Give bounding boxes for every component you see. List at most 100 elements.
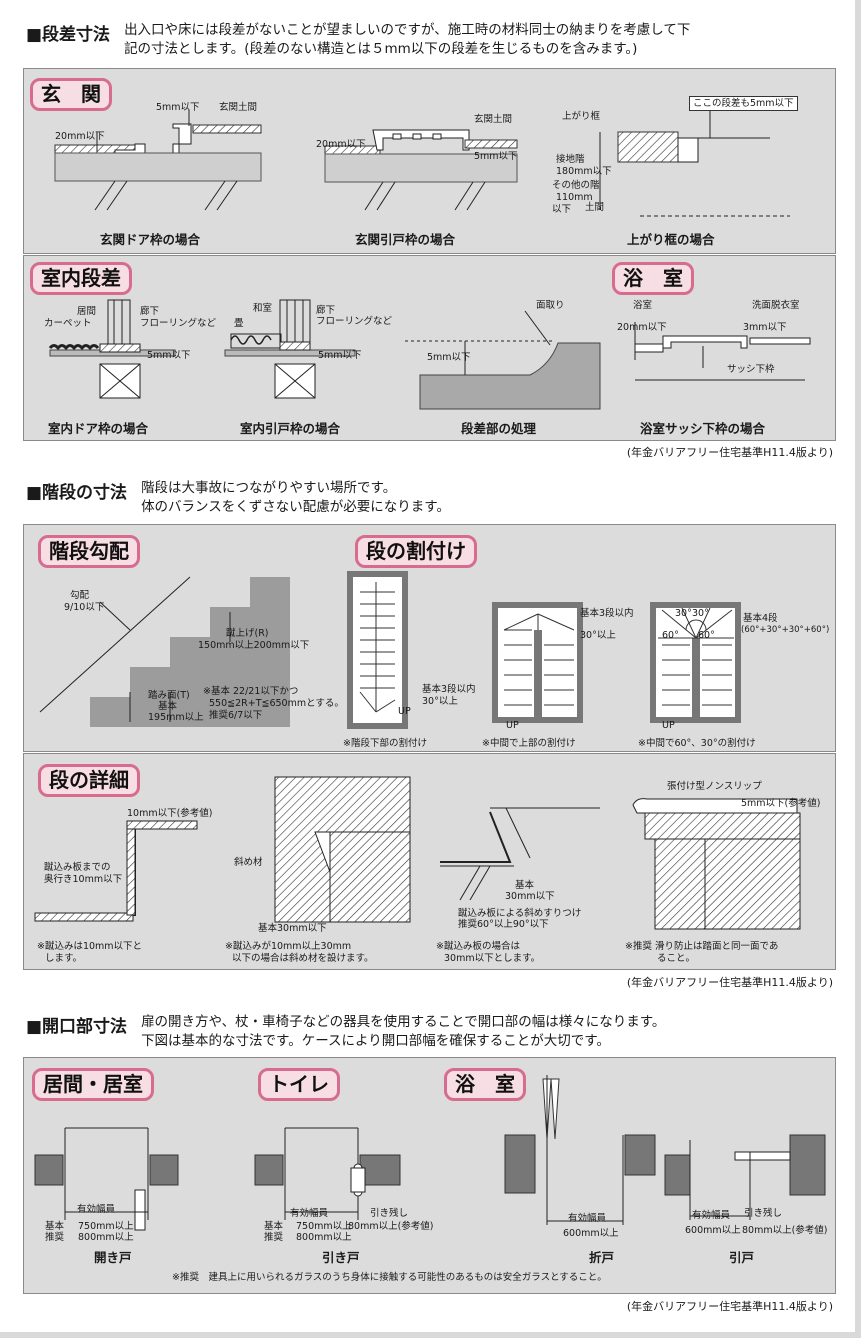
label: 接地階 <box>556 154 585 165</box>
label: 80mm以上(参考値) <box>348 1221 434 1232</box>
label: 60° <box>698 630 715 641</box>
caption: 室内ドア枠の場合 <box>48 421 149 436</box>
section-kaidan-heading: ■階段の寸法 階段は大事故につながりやすい場所です。 体のバランスをくずさない配… <box>26 478 450 517</box>
caption: 玄関引戸枠の場合 <box>355 232 456 247</box>
note: ※中間で上部の割付け <box>482 738 576 749</box>
label: 30° <box>692 608 709 619</box>
caption: 折戸 <box>589 1250 615 1265</box>
label: 基本 <box>158 701 178 712</box>
label: 推奨60°以上90°以下 <box>458 919 549 930</box>
genkan-door-frame-diagram <box>54 110 262 211</box>
caption: 引戸 <box>729 1250 755 1265</box>
tag-waritsuke: 段の割付け <box>355 535 477 568</box>
label: 30° <box>675 608 692 619</box>
section-title: ■階段の寸法 <box>26 483 128 503</box>
note: ※蹴込み板の場合は <box>436 941 520 952</box>
label: UP <box>506 720 519 731</box>
label: 蹴込み板までの <box>44 862 111 873</box>
label: フローリングなど <box>140 318 217 329</box>
note: ※中間で60°、30°の割付け <box>638 738 756 749</box>
label: 800mm以上 <box>296 1232 352 1243</box>
label: 以下 <box>552 204 572 215</box>
label: 600mm以上 <box>563 1228 619 1239</box>
tag-kobai: 階段勾配 <box>38 535 140 568</box>
section-description: 出入口や床には段差がないことが望ましいのですが、施工時の材料同士の納まりを考慮し… <box>124 21 690 59</box>
hiraki-door-diagram <box>34 1127 179 1231</box>
label: 畳 <box>234 318 244 329</box>
label: 有効幅員 <box>290 1208 329 1219</box>
tag-shosai: 段の詳細 <box>38 764 140 797</box>
shitsunai-sliding-diagram <box>224 299 356 399</box>
note: ※階段下部の割付け <box>343 738 427 749</box>
note: ※蹴込みが10mm以上30mm <box>225 941 352 952</box>
agari-kamachi-diagram <box>599 110 790 217</box>
label: 和室 <box>253 303 273 314</box>
note: 以下の場合は斜め材を設けます。 <box>232 953 374 964</box>
label: 面取り <box>536 300 565 311</box>
desc-line: 下図は基本的な寸法です。ケースにより開口部幅を確保することが大切です。 <box>141 1033 610 1049</box>
desc-line: 体のバランスをくずさない配慮が必要になります。 <box>141 499 450 515</box>
section-description: 階段は大事故につながりやすい場所です。 体のバランスをくずさない配慮が必要になり… <box>141 479 450 517</box>
tag-ima: 居間・居室 <box>32 1068 154 1101</box>
source-note: (年金バリアフリー住宅基準H11.4版より) <box>626 1300 833 1313</box>
note: 550≦2R+T≦650mmとする。 <box>209 698 344 709</box>
section-title: ■段差寸法 <box>26 25 111 45</box>
label: 600mm以上 <box>685 1225 741 1236</box>
label: 110mm <box>556 192 593 203</box>
note: します。 <box>45 953 83 964</box>
label: 推奨 <box>45 1232 65 1243</box>
label: 上がり框 <box>562 111 601 122</box>
label: 廊下 <box>140 306 160 317</box>
label: 800mm以上 <box>78 1232 134 1243</box>
shosai-d-diagram <box>632 798 801 930</box>
label: 30mm以下 <box>505 891 555 902</box>
shosai-b-diagram <box>274 776 411 923</box>
label: その他の階 <box>552 180 600 191</box>
label: 踏み面(T) <box>148 690 190 701</box>
desc-line: 記の寸法とします。(段差のない構造とは５mm以下の段差を生じるものを含みます。) <box>124 41 638 57</box>
tag-bath: 浴 室 <box>444 1068 526 1101</box>
source-note: (年金バリアフリー住宅基準H11.4版より) <box>626 976 833 989</box>
label: 10mm以下(参考値) <box>127 808 213 819</box>
caption: 浴室サッシ下枠の場合 <box>640 421 766 436</box>
tag-shitsunai: 室内段差 <box>30 262 132 295</box>
label: 斜め材 <box>234 857 263 868</box>
label: 洗面脱衣室 <box>752 300 800 311</box>
caption: 室内引戸枠の場合 <box>240 421 341 436</box>
label: 750mm以上 <box>296 1221 352 1232</box>
label: 有効幅員 <box>568 1213 607 1224</box>
label: 玄関土間 <box>474 114 513 125</box>
dansa-shori-diagram <box>405 310 601 410</box>
note: ※基本 22/21以下かつ <box>203 686 299 697</box>
label: 5mm以下 <box>156 102 200 113</box>
label: 750mm以上 <box>78 1221 134 1232</box>
ori-door-diagram <box>504 1075 656 1225</box>
note: 30mm以下とします。 <box>444 953 541 964</box>
section-kaikoubu-heading: ■開口部寸法 扉の開き方や、杖・車椅子などの器具を使用することで開口部の幅は様々… <box>26 1012 665 1051</box>
label: サッシ下枠 <box>727 364 775 375</box>
label: 基本4段 <box>743 613 778 624</box>
shosai-a-diagram <box>34 820 198 922</box>
label: 5mm以下 <box>427 352 471 363</box>
note: ること。 <box>657 953 696 964</box>
tag-yokushitsu: 浴 室 <box>612 262 694 295</box>
note: ※推奨 建具上に用いられるガラスのうち身体に接触する可能性のあるものは安全ガラス… <box>172 1272 607 1283</box>
waritsuke-a-diagram <box>347 571 408 729</box>
caption: 引き戸 <box>322 1250 360 1265</box>
section-dansa-heading: ■段差寸法 出入口や床には段差がないことが望ましいのですが、施工時の材料同士の納… <box>26 20 690 59</box>
label: 150mm以上200mm以下 <box>198 640 310 651</box>
label: 基本 <box>515 880 535 891</box>
caption: 開き戸 <box>94 1250 132 1265</box>
label: 土間 <box>585 202 605 213</box>
section-title: ■開口部寸法 <box>26 1017 128 1037</box>
label: 195mm以上 <box>148 712 204 723</box>
label: 基本30mm以下 <box>258 923 327 934</box>
note: 推奨6/7以下 <box>209 710 263 721</box>
label: 引き残し <box>370 1208 409 1219</box>
label: フローリングなど <box>316 316 393 327</box>
desc-line: 階段は大事故につながりやすい場所です。 <box>141 480 397 496</box>
label: 有効幅員 <box>77 1204 116 1215</box>
label: 引き残し <box>744 1208 783 1219</box>
label: 浴室 <box>633 300 653 311</box>
